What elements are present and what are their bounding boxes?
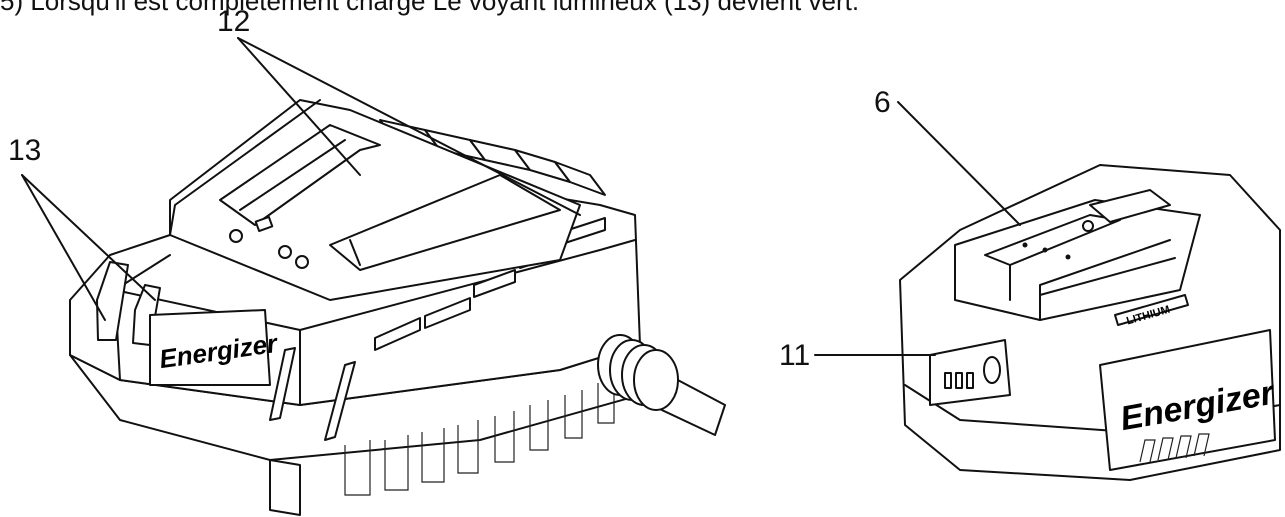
battery-top (954, 199, 1201, 321)
callout-leaders (21, 37, 1021, 356)
charger-slot (219, 124, 381, 226)
charger-drawing: Energizer (69, 99, 726, 516)
charger-cable (597, 334, 726, 436)
instruction-caption: 5) Lorsqu'il est complètement chargé Le … (0, 0, 860, 16)
charger-logo-plate (149, 309, 271, 386)
callout-6-label: 6 (874, 86, 891, 119)
battery-gauge-button (983, 356, 1001, 384)
callout-11-label: 11 (779, 339, 811, 372)
charger-base-vents (344, 378, 615, 496)
charger-contact (278, 245, 292, 259)
charger-side-vents (269, 217, 606, 441)
battery-drawing: LITHIUM Energizer (899, 164, 1281, 481)
callout-13-label: 13 (8, 134, 42, 167)
charger-contact (295, 255, 309, 269)
charger-contact (229, 229, 243, 243)
battery-grip (1139, 433, 1210, 463)
charger-top-deck (169, 99, 581, 301)
callout-12-label: 12 (217, 5, 251, 38)
battery-logo-panel (1099, 329, 1276, 471)
battery-latch (1089, 189, 1171, 223)
